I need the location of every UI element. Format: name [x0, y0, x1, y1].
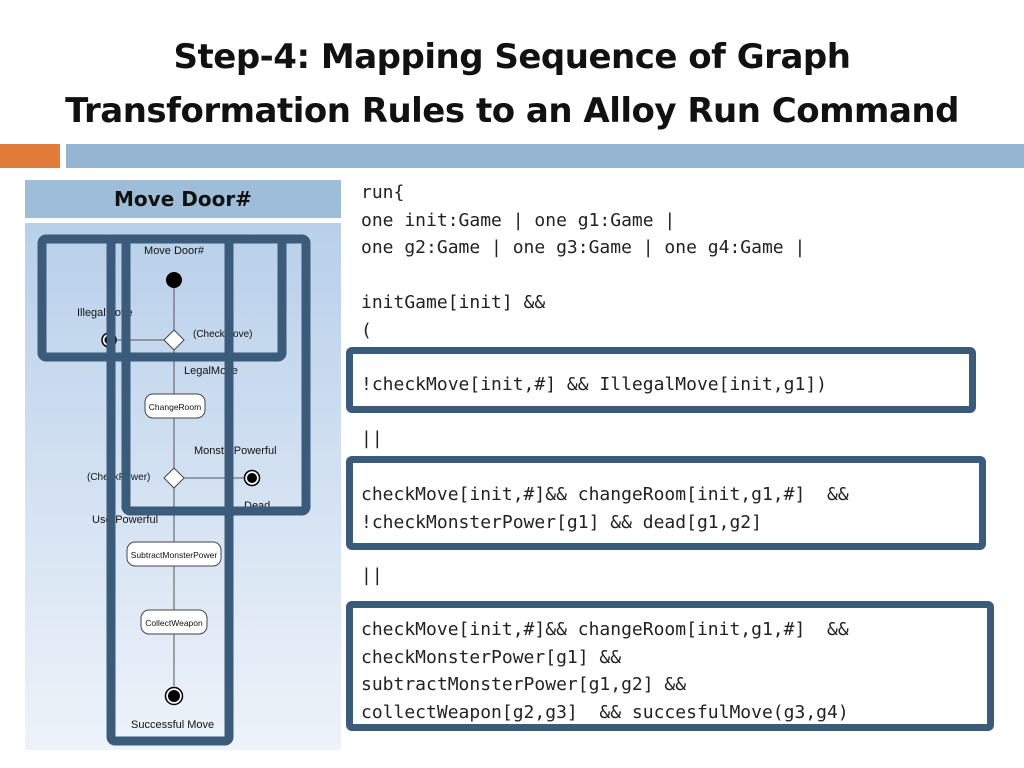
slide-title-line2: Transformation Rules to an Alloy Run Com… [65, 91, 959, 131]
illegal-move-label: IllegalMove [77, 307, 133, 319]
code-line: checkMove[init,#]&& changeRoom[init,g1,#… [361, 484, 849, 505]
initial-node [166, 272, 182, 288]
code-line: !checkMonsterPower[g1] && dead[g1,g2] [361, 511, 762, 533]
action-change-room [144, 393, 206, 419]
code-header: run{ one init:Game | one g1:Game | one g… [361, 179, 805, 344]
highlight-box-successful: checkMove[init,#]&& changeRoom[init,g1,#… [346, 601, 994, 731]
accent-bar-blue [66, 144, 1024, 168]
code-or-operator: || [361, 565, 383, 586]
decision-check-move [163, 329, 185, 351]
code-line: subtractMonsterPower[g1,g2] && [361, 674, 687, 695]
successful-move-label: Successful Move [131, 719, 214, 731]
code-line: one init:Game | one g1:Game | [361, 209, 676, 231]
action-collect-weapon [140, 609, 208, 635]
decision-check-power [163, 467, 185, 489]
slide-title-line1: Step-4: Mapping Sequence of Graph [173, 37, 851, 77]
diagram-body [25, 223, 341, 750]
user-powerful-label: UserPowerful [92, 514, 158, 526]
collect-weapon-label: CollectWeapon [145, 618, 203, 628]
subtract-monster-power-label: SubtractMonsterPower [131, 550, 218, 560]
code-line: !checkMove[init,#] && IllegalMove[init,g… [361, 374, 827, 395]
code-line: initGame[init] && [361, 292, 546, 313]
highlight-box-dead: checkMove[init,#]&& changeRoom[init,g1,#… [346, 456, 986, 550]
diagram-header: Move Door# [25, 180, 341, 218]
code-or-operator: || [361, 428, 383, 449]
accent-bar-orange [0, 144, 60, 168]
action-subtract-monster-power [126, 541, 222, 567]
code-line: one g2:Game | one g3:Game | one g4:Game … [361, 237, 806, 258]
code-line: run{ [361, 182, 405, 203]
legal-move-label: LegalMove [184, 365, 238, 377]
change-room-label: ChangeRoom [149, 402, 201, 412]
diagram-canvas: Move Door# (CheckMove) IllegalMove Legal… [37, 234, 311, 746]
code-line: collectWeapon[g2,g3] && succesfulMove(g3… [361, 701, 849, 723]
monster-powerful-label: MonsterPowerful [194, 445, 277, 457]
activity-diagram-panel: Move Door# Move Door# (CheckMove) [25, 180, 341, 750]
slide-title: Step-4: Mapping Sequence of Graph Transf… [0, 30, 1024, 138]
code-line: checkMonsterPower[g1] && [361, 646, 622, 668]
check-power-label: (CheckPower) [87, 472, 150, 483]
check-move-label: (CheckMove) [193, 329, 252, 340]
highlight-box-illegal: !checkMove[init,#] && IllegalMove[init,g… [346, 347, 976, 413]
node-title-label: Move Door# [144, 245, 205, 257]
code-line: checkMove[init,#]&& changeRoom[init,g1,#… [361, 619, 849, 640]
highlight-successful-region [106, 234, 234, 746]
code-line: ( [361, 319, 372, 341]
